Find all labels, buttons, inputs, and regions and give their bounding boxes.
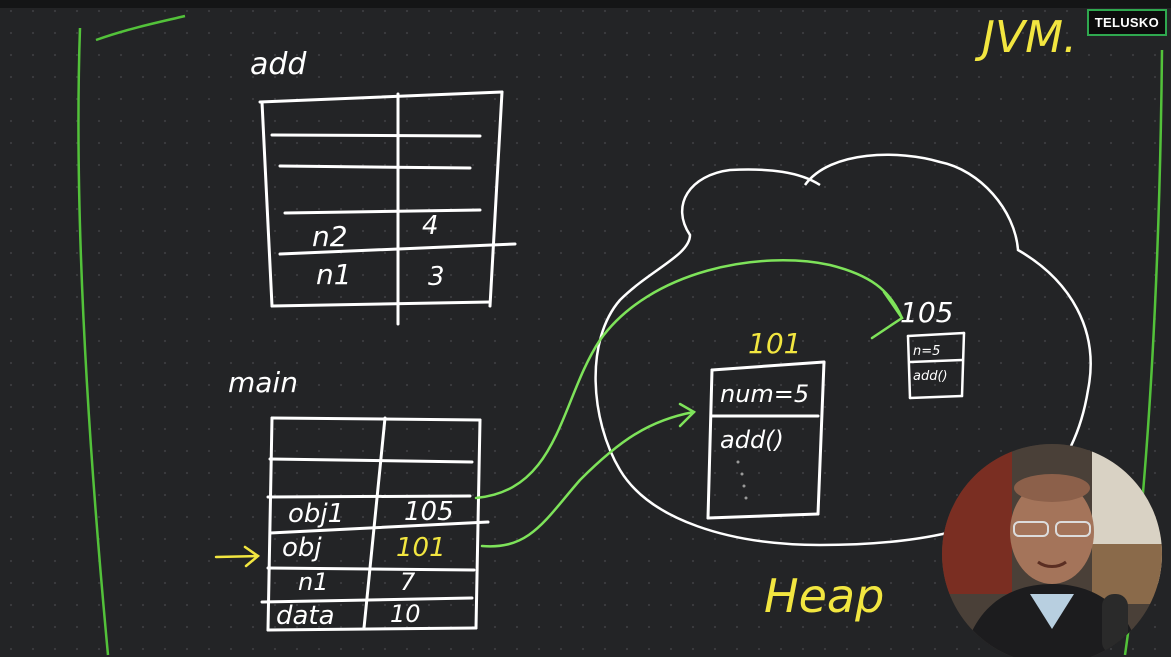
heap-cloud xyxy=(594,153,1092,547)
add-frame-label: add xyxy=(250,47,307,82)
brand-badge: TELUSKO xyxy=(1086,9,1167,36)
main-row-name: n1 xyxy=(298,568,328,596)
main-frame-table xyxy=(260,416,490,632)
add-row-name: n1 xyxy=(316,258,352,291)
reference-arrow-obj xyxy=(480,402,697,548)
main-row-value: 105 xyxy=(404,497,454,527)
main-frame-label: main xyxy=(228,366,298,399)
reference-arrow-obj1 xyxy=(474,259,904,500)
add-frame-table xyxy=(258,90,517,326)
object-101-box xyxy=(706,360,826,520)
main-row-value: 7 xyxy=(400,568,416,596)
arrow-right-icon xyxy=(214,545,261,568)
jvm-boundary-left xyxy=(77,27,110,656)
main-row-name: data xyxy=(276,601,335,631)
main-row-value: 101 xyxy=(396,533,446,563)
presenter-image xyxy=(942,444,1162,657)
top-bar xyxy=(0,0,1171,8)
object-field: num=5 xyxy=(720,380,809,408)
main-row-value: 10 xyxy=(390,600,421,628)
main-row-name: obj1 xyxy=(288,499,344,529)
object-field: n=5 xyxy=(913,344,940,359)
main-row-name: obj xyxy=(282,533,322,563)
ellipsis-dots xyxy=(736,460,748,500)
add-row-value: 3 xyxy=(428,262,445,292)
add-row-name: n2 xyxy=(312,220,348,253)
object-105-box xyxy=(906,331,966,400)
presenter-webcam xyxy=(942,444,1162,657)
add-row-value: 4 xyxy=(422,211,439,241)
object-method: add() xyxy=(913,369,948,384)
object-address: 105 xyxy=(900,296,953,329)
jvm-boundary-top xyxy=(95,14,186,42)
object-address: 101 xyxy=(748,327,801,360)
object-method: add() xyxy=(720,426,784,454)
jvm-title: JVM. xyxy=(974,12,1077,63)
heap-title: Heap xyxy=(764,569,884,623)
